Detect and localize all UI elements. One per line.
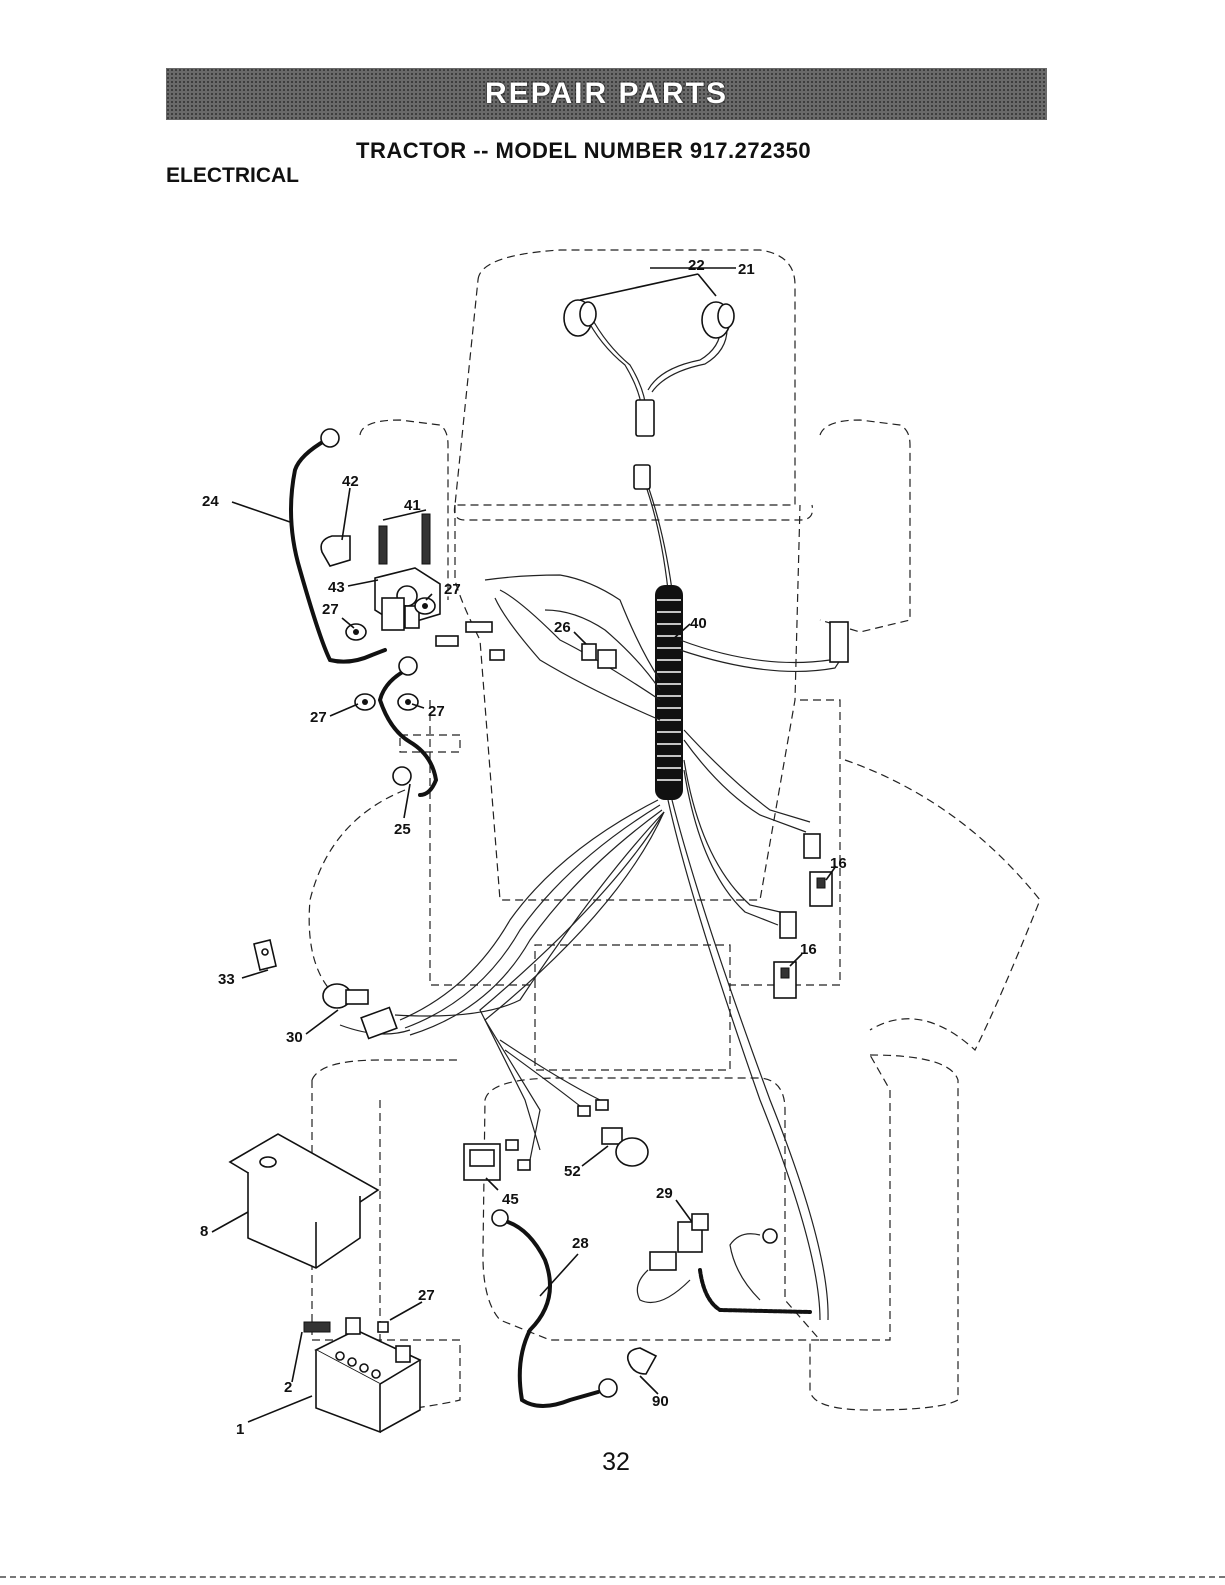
callout-22: 22 (688, 257, 705, 274)
callout-27-right-nut: 27 (428, 703, 445, 720)
callout-27-solenoid-top: 27 (444, 581, 461, 598)
callout-21: 21 (738, 261, 755, 278)
callout-28: 28 (572, 1235, 589, 1252)
pto-switch-and-cord (637, 1214, 810, 1312)
callout-42: 42 (342, 473, 359, 490)
callout-41: 41 (404, 497, 421, 514)
page-number: 32 (586, 1448, 646, 1477)
callout-16-lower: 16 (800, 941, 817, 958)
callout-27-battery: 27 (418, 1287, 435, 1304)
terminal-boot (628, 1348, 656, 1374)
callout-30: 30 (286, 1029, 303, 1046)
callout-1: 1 (236, 1421, 244, 1438)
callout-8: 8 (200, 1223, 208, 1240)
callout-33: 33 (218, 971, 235, 988)
seat-switch-connector (830, 622, 848, 662)
callout-27-solenoid-left: 27 (322, 601, 339, 618)
hour-meter-and-bulb (464, 1100, 648, 1180)
ground-cable (492, 1210, 617, 1406)
callout-45: 45 (502, 1191, 519, 1208)
bottom-divider (0, 1576, 1225, 1578)
callout-43: 43 (328, 579, 345, 596)
callout-90: 90 (652, 1393, 669, 1410)
ignition-parts (254, 940, 397, 1038)
callout-52: 52 (564, 1163, 581, 1180)
callout-2: 2 (284, 1379, 292, 1396)
callout-24: 24 (202, 493, 219, 510)
callout-16-upper: 16 (830, 855, 847, 872)
battery-box (230, 1134, 378, 1268)
solenoid-assembly (321, 514, 504, 710)
callout-labels: 22 21 42 41 24 43 27 27 26 40 27 27 25 1… (200, 257, 847, 1438)
callout-25: 25 (394, 821, 411, 838)
callout-40: 40 (690, 615, 707, 632)
callout-27-left-nut: 27 (310, 709, 327, 726)
battery (304, 1318, 420, 1432)
interlock-switches (774, 834, 832, 998)
connectors-26 (582, 644, 616, 668)
callout-29: 29 (656, 1185, 673, 1202)
callout-26: 26 (554, 619, 571, 636)
headlight-assembly (564, 300, 734, 489)
